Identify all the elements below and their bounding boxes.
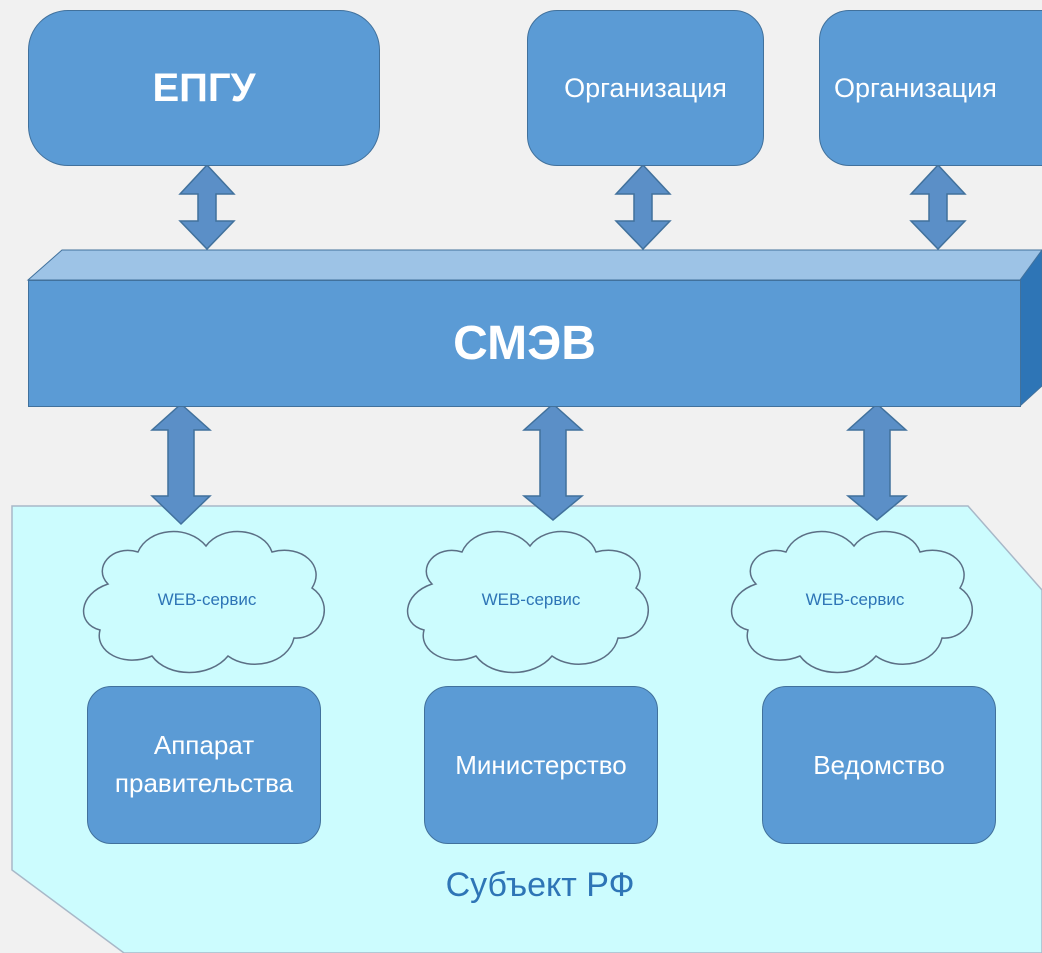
cloud-label-3: WEB-сервис [748,585,962,615]
cloud-icon-2 [407,530,649,674]
epgu-box: ЕПГУ [28,10,380,166]
org2-label: Организация [834,72,997,103]
double-arrow-ministry [521,402,585,521]
cloud3-text: WEB-сервис [805,590,905,609]
smev-bus: СМЭВ [28,280,1021,407]
double-arrow-epgu [178,163,236,251]
ministry-label: Министерство [455,749,627,780]
org1-label: Организация [564,72,727,103]
cloud-label-2: WEB-сервис [424,585,638,615]
agency-label: Ведомство [813,749,945,780]
apparat-box: Аппарат правительства [87,686,321,844]
double-arrow-org1 [614,163,672,251]
double-arrow-org2 [909,163,967,251]
region-text: Субъект РФ [445,865,635,904]
agency-box: Ведомство [762,686,996,844]
org1-box: Организация [527,10,764,166]
org2-box: Организация [819,10,1042,166]
ministry-box: Министерство [424,686,658,844]
cloud1-text: WEB-сервис [157,590,257,609]
epgu-label: ЕПГУ [152,65,256,110]
cloud-label-1: WEB-сервис [100,585,314,615]
bus-top-face [26,249,1042,281]
double-arrow-agency [845,402,909,521]
region-label: Субъект РФ [380,855,700,915]
cloud2-text: WEB-сервис [481,590,581,609]
cloud-icon-3 [731,530,973,674]
apparat-label: Аппарат правительства [114,730,294,798]
double-arrow-apparat [150,402,212,526]
smev-label: СМЭВ [453,317,596,370]
cloud-icon-1 [83,530,325,674]
